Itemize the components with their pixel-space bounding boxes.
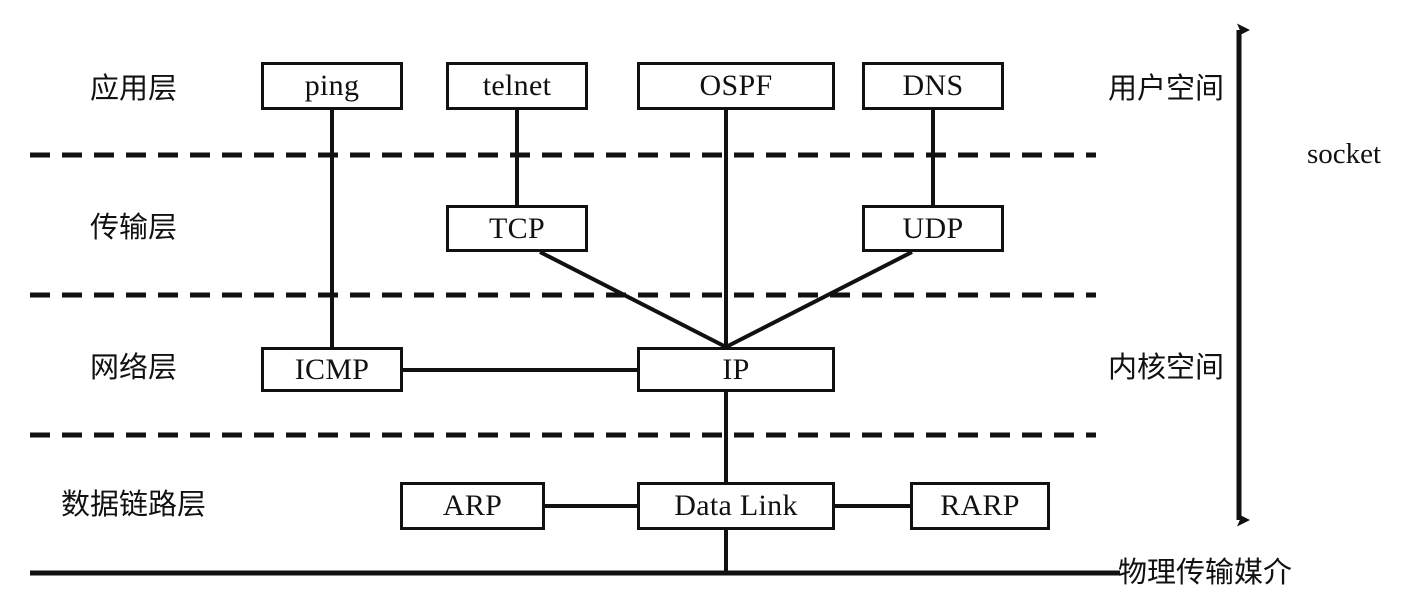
annotation-kernel-space: 内核空间 [1108, 350, 1225, 384]
layer-label-transport: 传输层 [90, 210, 178, 244]
node-data-link[interactable]: Data Link [637, 482, 835, 530]
node-telnet[interactable]: telnet [446, 62, 588, 110]
layer-label-network: 网络层 [90, 350, 178, 384]
annotation-physical-medium: 物理传输媒介 [1118, 555, 1293, 589]
connector-udp-ip [725, 250, 913, 349]
layer-label-application: 应用层 [90, 71, 178, 105]
node-tcp[interactable]: TCP [446, 205, 588, 252]
node-dns[interactable]: DNS [862, 62, 1004, 110]
node-ospf[interactable]: OSPF [637, 62, 835, 110]
node-icmp[interactable]: ICMP [261, 347, 403, 392]
node-ip[interactable]: IP [637, 347, 835, 392]
annotation-user-space: 用户空间 [1108, 71, 1225, 105]
annotation-socket: socket [1307, 138, 1382, 170]
node-arp[interactable]: ARP [400, 482, 545, 530]
node-ping[interactable]: ping [261, 62, 403, 110]
node-udp[interactable]: UDP [862, 205, 1004, 252]
layer-label-datalink: 数据链路层 [61, 487, 207, 521]
connector-tcp-ip [539, 250, 727, 349]
node-rarp[interactable]: RARP [910, 482, 1050, 530]
